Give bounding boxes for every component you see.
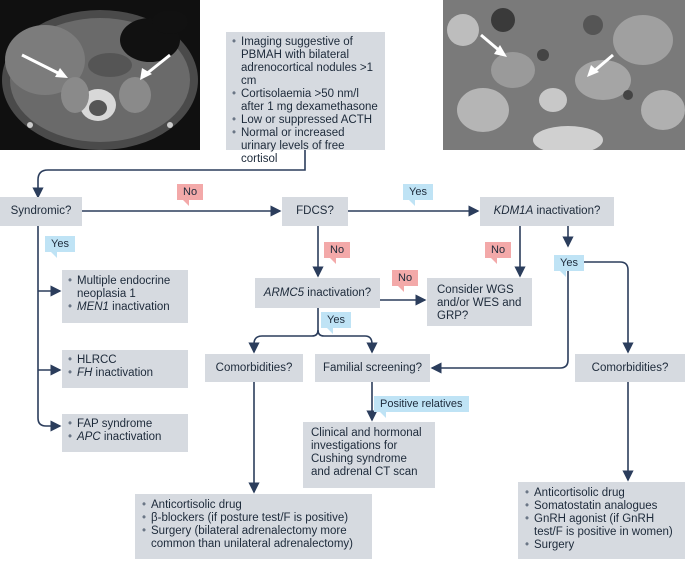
no-tag-armc5: No — [392, 270, 419, 292]
armc5-label: ARMC5 inactivation? — [264, 287, 371, 300]
treatment-right-item: Surgery — [525, 539, 678, 552]
yes-tag-kdm1a: Yes — [554, 255, 584, 277]
men1-rest: inactivation — [108, 301, 170, 313]
armc5-rest: inactivation? — [304, 286, 372, 299]
fdcs-label: FDCS? — [296, 205, 334, 217]
fdcs-node: FDCS? — [282, 197, 348, 226]
treatment-left-item: Surgery (bilateral adrenalectomy more co… — [142, 525, 365, 551]
kdm1a-node: KDM1A inactivation? — [480, 197, 614, 226]
fap-box: FAP syndrome APC inactivation — [62, 414, 188, 452]
familial-screening-node: Familial screening? — [315, 354, 430, 382]
syndromic-label: Syndromic? — [10, 205, 72, 217]
comorbidities-right-node: Comorbidities? — [575, 354, 685, 382]
criteria-item: Cortisolaemia >50 nm/l after 1 mg dexame… — [232, 88, 379, 114]
treatment-right-item: GnRH agonist (if GnRH test/F is positive… — [525, 513, 678, 539]
diagnostic-criteria-box: Imaging suggestive of PBMAH with bilater… — [226, 32, 385, 165]
treatment-right-item: Somatostatin analogues — [525, 500, 678, 513]
no-tag-fdcs: No — [324, 242, 351, 264]
kdm1a-gene: KDM1A — [493, 205, 534, 217]
kdm1a-label: KDM1A inactivation? — [494, 205, 601, 218]
treatment-left-box: Anticortisolic drug β-blockers (if postu… — [135, 494, 372, 559]
kdm1a-rest: inactivation? — [533, 205, 601, 217]
criteria-item: Low or suppressed ACTH — [232, 114, 379, 127]
syndromic-node: Syndromic? — [0, 197, 82, 226]
men1-gene: MEN1 — [77, 301, 109, 313]
comorbidities-left-label: Comorbidities? — [215, 361, 293, 374]
yes-tag-fdcs: Yes — [403, 184, 433, 206]
fap-gene-item: APC inactivation — [68, 431, 182, 444]
men1-gene-item: MEN1 inactivation — [68, 301, 182, 314]
positive-relatives-tag: Positive relatives — [374, 396, 469, 418]
fap-syndrome: FAP syndrome — [68, 418, 182, 431]
fh-rest: inactivation — [92, 367, 154, 379]
consider-sequencing-node: Consider WGS and/or WES and GRP? — [427, 278, 532, 326]
treatment-left-item: β-blockers (if posture test/F is positiv… — [142, 512, 365, 525]
no-tag-kdm1a: No — [485, 242, 512, 264]
clinical-investigations-box: Clinical and hormonal investigations for… — [303, 422, 435, 488]
armc5-node: ARMC5 inactivation? — [255, 278, 380, 308]
no-tag-syndromic: No — [177, 184, 204, 206]
treatment-left-item: Anticortisolic drug — [142, 499, 365, 512]
men1-box: Multiple endocrine neoplasia 1 MEN1 inac… — [62, 270, 188, 323]
comorbidities-right-label: Comorbidities? — [591, 361, 669, 374]
men1-syndrome: Multiple endocrine neoplasia 1 — [68, 275, 182, 301]
familial-screening-label: Familial screening? — [322, 361, 423, 374]
criteria-item: Imaging suggestive of PBMAH with bilater… — [232, 36, 379, 88]
fh-gene: FH — [77, 367, 93, 379]
ct-scan-right-image — [443, 0, 685, 150]
armc5-gene: ARMC5 — [263, 286, 305, 299]
consider-label: Consider WGS and/or WES and GRP? — [437, 284, 522, 322]
yes-tag-armc5: Yes — [321, 312, 351, 334]
apc-rest: inactivation — [100, 431, 162, 443]
treatment-right-box: Anticortisolic drug Somatostatin analogu… — [518, 482, 685, 559]
yes-tag-syndromic: Yes — [45, 236, 75, 258]
apc-gene: APC — [77, 431, 101, 443]
comorbidities-left-node: Comorbidities? — [205, 354, 303, 382]
hlrcc-syndrome: HLRCC — [68, 354, 182, 367]
hlrcc-gene-item: FH inactivation — [68, 367, 182, 380]
hlrcc-box: HLRCC FH inactivation — [62, 350, 188, 388]
criteria-item: Normal or increased urinary levels of fr… — [232, 127, 379, 166]
ct-scan-left-image — [0, 0, 200, 150]
clinical-investigations-label: Clinical and hormonal investigations for… — [311, 427, 422, 478]
treatment-right-item: Anticortisolic drug — [525, 487, 678, 500]
